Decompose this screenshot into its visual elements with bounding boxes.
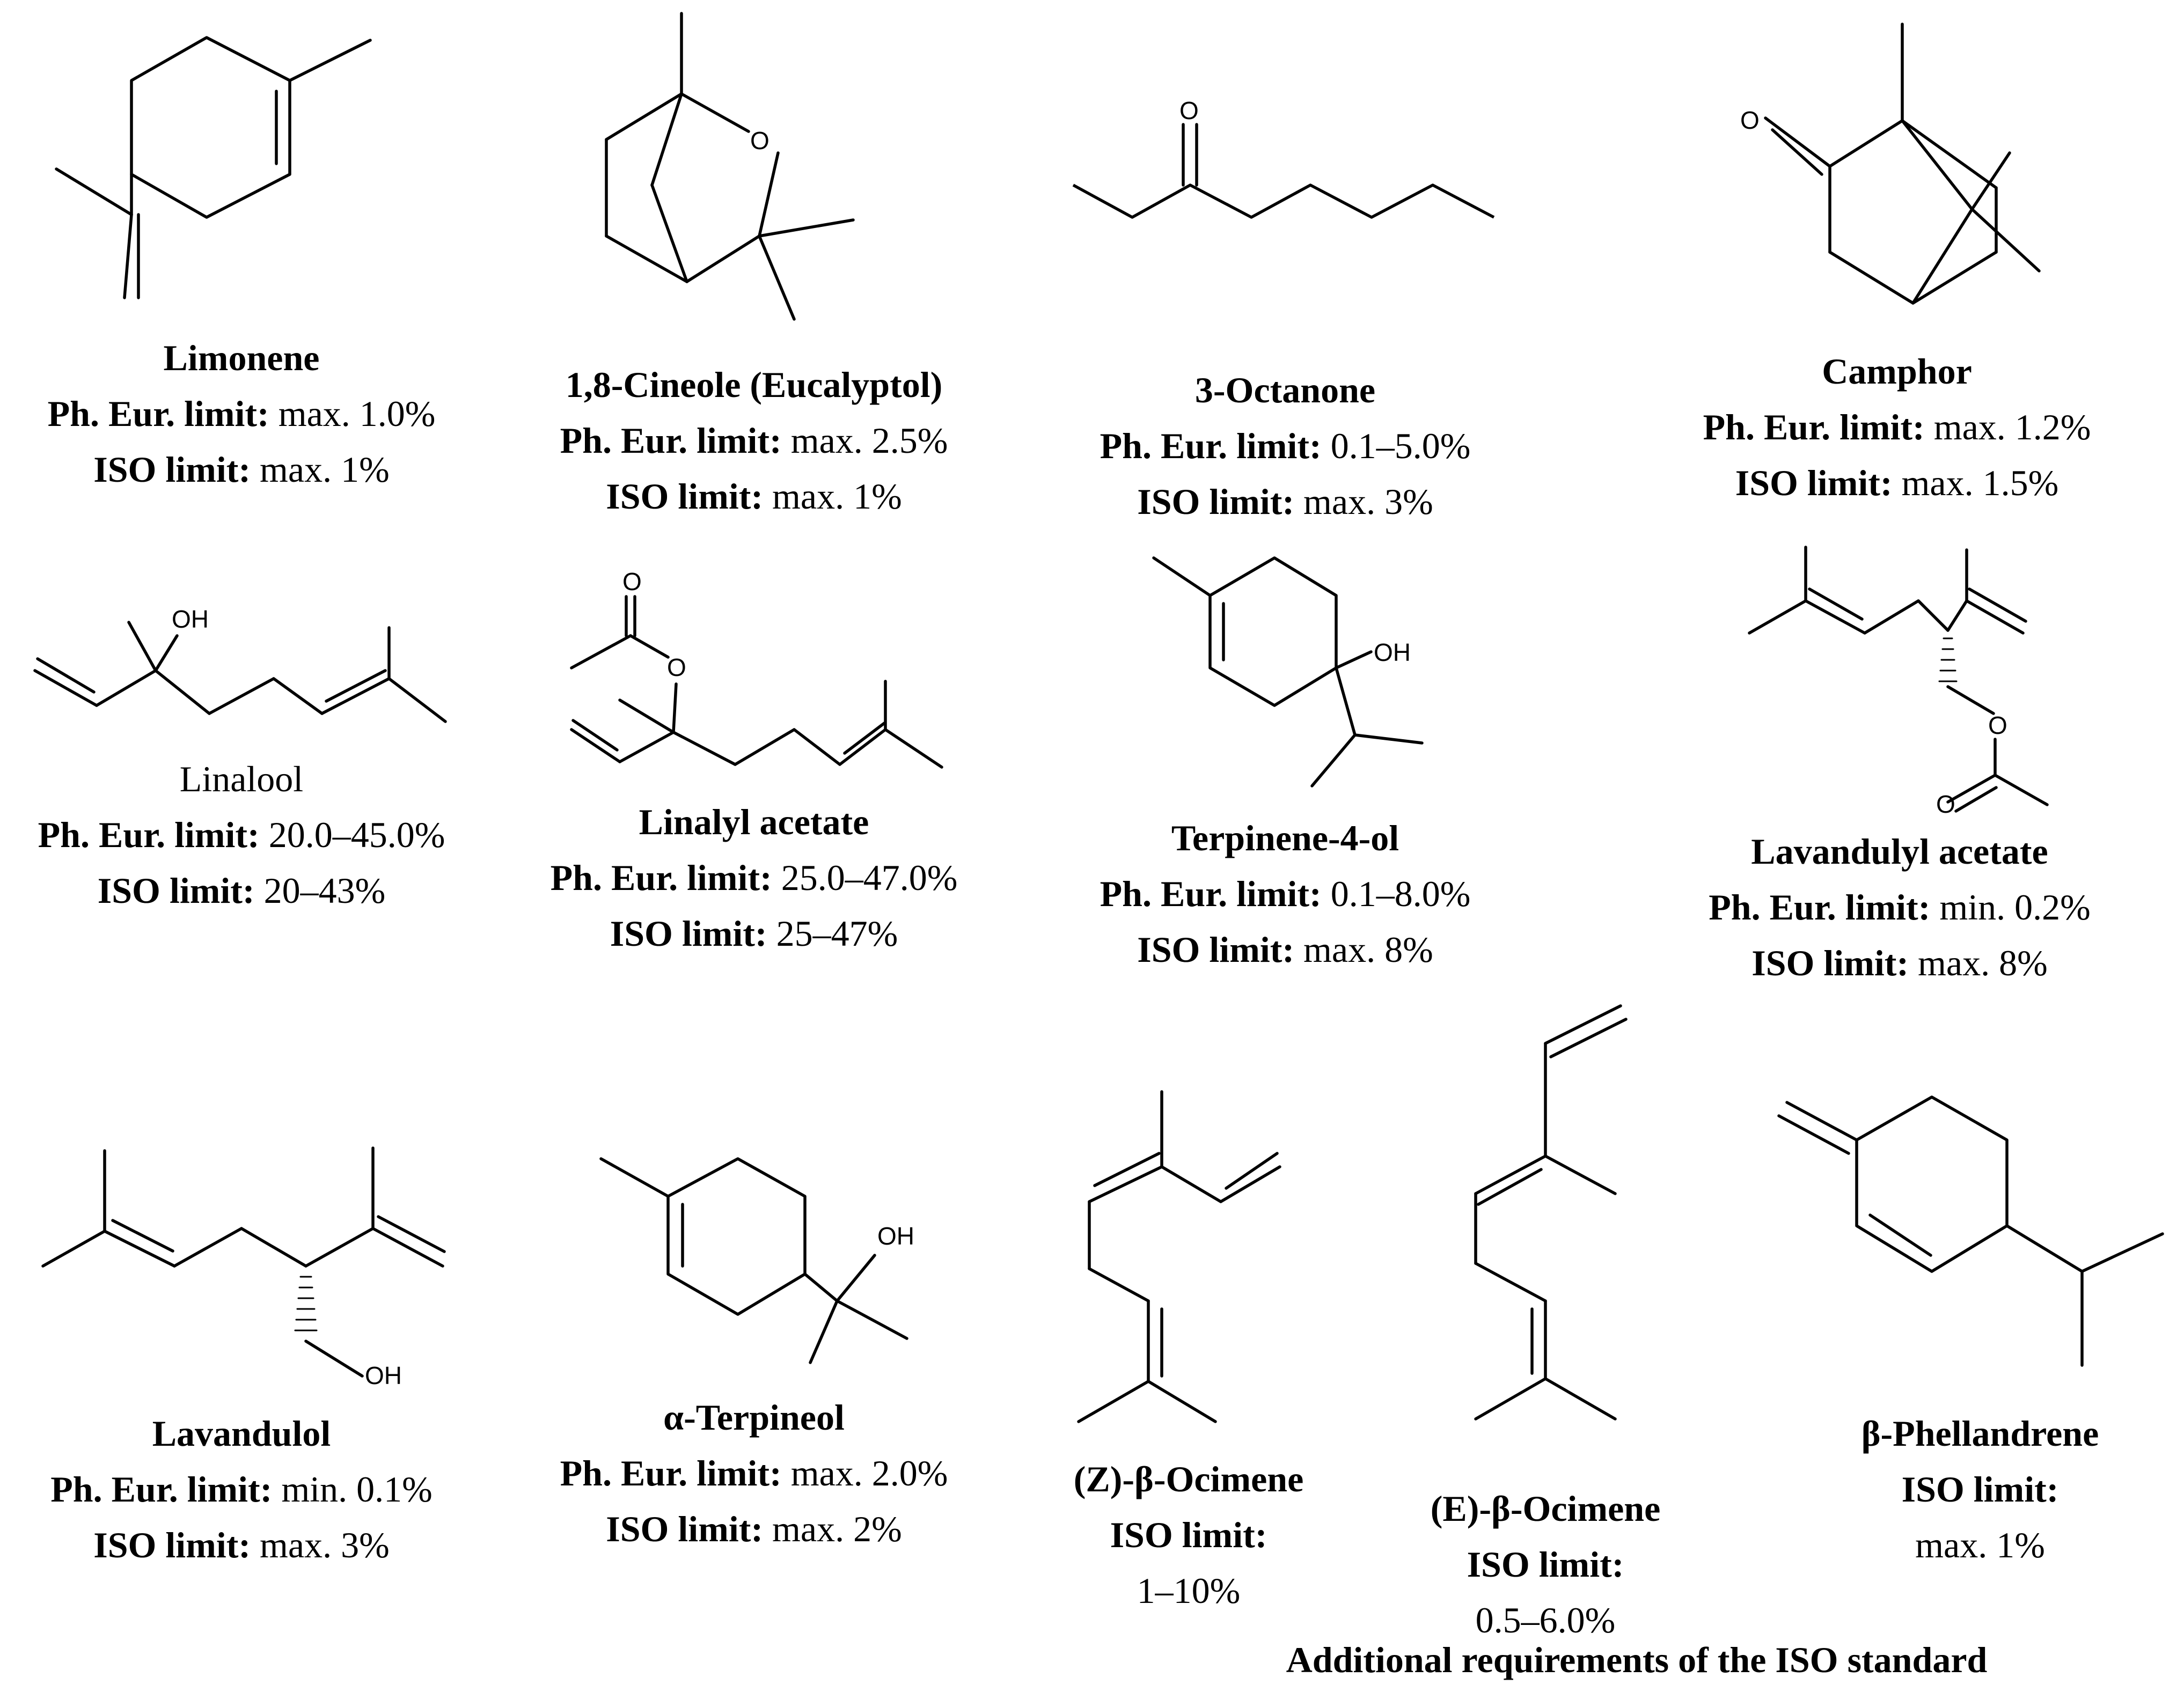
iso-limit-line: ISO limit: max. 3% bbox=[93, 1525, 390, 1565]
caption-linalyl-acetate: Linalyl acetate Ph. Eur. limit: 25.0–47.… bbox=[551, 794, 958, 961]
pheur-limit-line: Ph. Eur. limit: min. 0.2% bbox=[1709, 887, 2091, 928]
compound-name: Limonene bbox=[163, 337, 320, 378]
pheur-limit-line: Ph. Eur. limit: max. 2.5% bbox=[560, 420, 948, 461]
z-ocimene-structure bbox=[1077, 1090, 1281, 1423]
caption-lavandulol: Lavandulol Ph. Eur. limit: min. 0.1% ISO… bbox=[50, 1406, 433, 1573]
terpinen-4-ol-structure: OH bbox=[1152, 556, 1424, 788]
limonene-structure bbox=[55, 36, 372, 299]
lavandulyl-acetate-oxygen-1: O bbox=[1988, 711, 2007, 739]
compound-name: α-Terpineol bbox=[663, 1397, 845, 1438]
alpha-terpineol-hydroxyl-label: OH bbox=[877, 1222, 914, 1250]
lavandulyl-acetate-structure: O O bbox=[1748, 546, 2049, 818]
beta-phellandrene-structure bbox=[1777, 1095, 2164, 1367]
iso-limit-label: ISO limit: bbox=[1901, 1469, 2059, 1510]
e-ocimene-structure bbox=[1474, 1004, 1628, 1421]
cineole-oxygen-label: O bbox=[750, 127, 769, 154]
caption-e-ocimene: (E)-β-Ocimene ISO limit: 0.5–6.0% bbox=[1431, 1481, 1661, 1648]
lavandulol-structure: OH bbox=[41, 1146, 446, 1389]
iso-limit-line: ISO limit: max. 3% bbox=[1137, 481, 1433, 522]
iso-limit-line: ISO limit: 20–43% bbox=[97, 870, 386, 911]
caption-camphor: Camphor Ph. Eur. limit: max. 1.2% ISO li… bbox=[1703, 343, 2091, 511]
octanone-oxygen-label: O bbox=[1179, 97, 1199, 124]
lavandulyl-acetate-hash-bond bbox=[1938, 637, 1958, 682]
compound-name: β-Phellandrene bbox=[1861, 1413, 2099, 1454]
cineole-structure: O bbox=[605, 12, 855, 321]
alpha-terpineol-structure: OH bbox=[599, 1157, 914, 1364]
compound-name: Terpinene-4-ol bbox=[1171, 818, 1399, 858]
pheur-limit-line: Ph. Eur. limit: 0.1–5.0% bbox=[1100, 425, 1471, 466]
compound-name: Lavandulyl acetate bbox=[1751, 831, 2048, 872]
compound-name: Linalool bbox=[179, 759, 304, 799]
iso-limit-line: ISO limit: max. 1% bbox=[606, 476, 902, 517]
iso-limit-label: ISO limit: bbox=[1467, 1544, 1624, 1585]
lavandulol-hydroxyl-label: OH bbox=[365, 1362, 402, 1389]
caption-beta-phellandrene: β-Phellandrene ISO limit: max. 1% bbox=[1861, 1406, 2099, 1573]
iso-limit-value: 1–10% bbox=[1137, 1570, 1241, 1611]
iso-requirements-footer: Additional requirements of the ISO stand… bbox=[1286, 1639, 1988, 1680]
camphor-oxygen-label: O bbox=[1740, 106, 1760, 134]
linalyl-acetate-structure: O O bbox=[570, 568, 943, 769]
lavandulol-hash-bond bbox=[294, 1276, 318, 1331]
camphor-structure: O bbox=[1740, 23, 2041, 305]
octanone-structure: O bbox=[1072, 97, 1495, 219]
caption-terpinen-4-ol: Terpinene-4-ol Ph. Eur. limit: 0.1–8.0% … bbox=[1100, 810, 1471, 977]
iso-limit-line: ISO limit: max. 1.5% bbox=[1735, 462, 2059, 503]
caption-limonene: Limonene Ph. Eur. limit: max. 1.0% ISO l… bbox=[48, 330, 436, 497]
compound-name: (Z)-β-Ocimene bbox=[1073, 1459, 1304, 1499]
pheur-limit-line: Ph. Eur. limit: min. 0.1% bbox=[50, 1469, 433, 1510]
linalool-structure: OH bbox=[33, 605, 447, 723]
linalyl-acetate-oxygen-1: O bbox=[622, 568, 642, 595]
pheur-limit-line: Ph. Eur. limit: 0.1–8.0% bbox=[1100, 873, 1471, 914]
caption-lavandulyl-acetate: Lavandulyl acetate Ph. Eur. limit: min. … bbox=[1709, 823, 2091, 991]
caption-cineole: 1,8-Cineole (Eucalyptol) Ph. Eur. limit:… bbox=[560, 357, 948, 524]
compound-name: 1,8-Cineole (Eucalyptol) bbox=[565, 364, 943, 405]
pheur-limit-line: Ph. Eur. limit: 25.0–47.0% bbox=[550, 857, 958, 898]
iso-limit-value: 0.5–6.0% bbox=[1475, 1600, 1616, 1640]
linalool-hydroxyl-label: OH bbox=[172, 605, 209, 633]
pheur-limit-line: Ph. Eur. limit: 20.0–45.0% bbox=[38, 814, 445, 855]
pheur-limit-line: Ph. Eur. limit: max. 2.0% bbox=[560, 1453, 948, 1493]
iso-limit-line: ISO limit: 25–47% bbox=[610, 913, 898, 954]
compound-name: 3-Octanone bbox=[1194, 370, 1376, 410]
iso-limit-line: ISO limit: max. 1% bbox=[93, 449, 390, 490]
pheur-limit-line: Ph. Eur. limit: max. 1.2% bbox=[1703, 407, 2091, 447]
compound-name: Camphor bbox=[1822, 351, 1972, 392]
caption-z-ocimene: (Z)-β-Ocimene ISO limit: 1–10% bbox=[1074, 1451, 1304, 1618]
terpinen-4-ol-hydroxyl-label: OH bbox=[1374, 638, 1411, 666]
iso-limit-line: ISO limit: max. 8% bbox=[1137, 929, 1433, 970]
linalyl-acetate-oxygen-2: O bbox=[667, 653, 686, 681]
compound-name: (E)-β-Ocimene bbox=[1430, 1488, 1661, 1529]
compound-name: Lavandulol bbox=[152, 1413, 331, 1454]
caption-octanone: 3-Octanone Ph. Eur. limit: 0.1–5.0% ISO … bbox=[1100, 362, 1471, 529]
compound-name: Linalyl acetate bbox=[639, 801, 869, 842]
lavandulyl-acetate-oxygen-2: O bbox=[1936, 790, 1955, 818]
iso-limit-value: max. 1% bbox=[1915, 1525, 2045, 1565]
caption-alpha-terpineol: α-Terpineol Ph. Eur. limit: max. 2.0% IS… bbox=[560, 1389, 948, 1557]
pheur-limit-line: Ph. Eur. limit: max. 1.0% bbox=[47, 393, 436, 434]
iso-limit-line: ISO limit: max. 2% bbox=[606, 1509, 902, 1549]
iso-limit-label: ISO limit: bbox=[1110, 1514, 1267, 1555]
caption-linalool: Linalool Ph. Eur. limit: 20.0–45.0% ISO … bbox=[38, 751, 445, 918]
iso-limit-line: ISO limit: max. 8% bbox=[1751, 943, 2048, 983]
